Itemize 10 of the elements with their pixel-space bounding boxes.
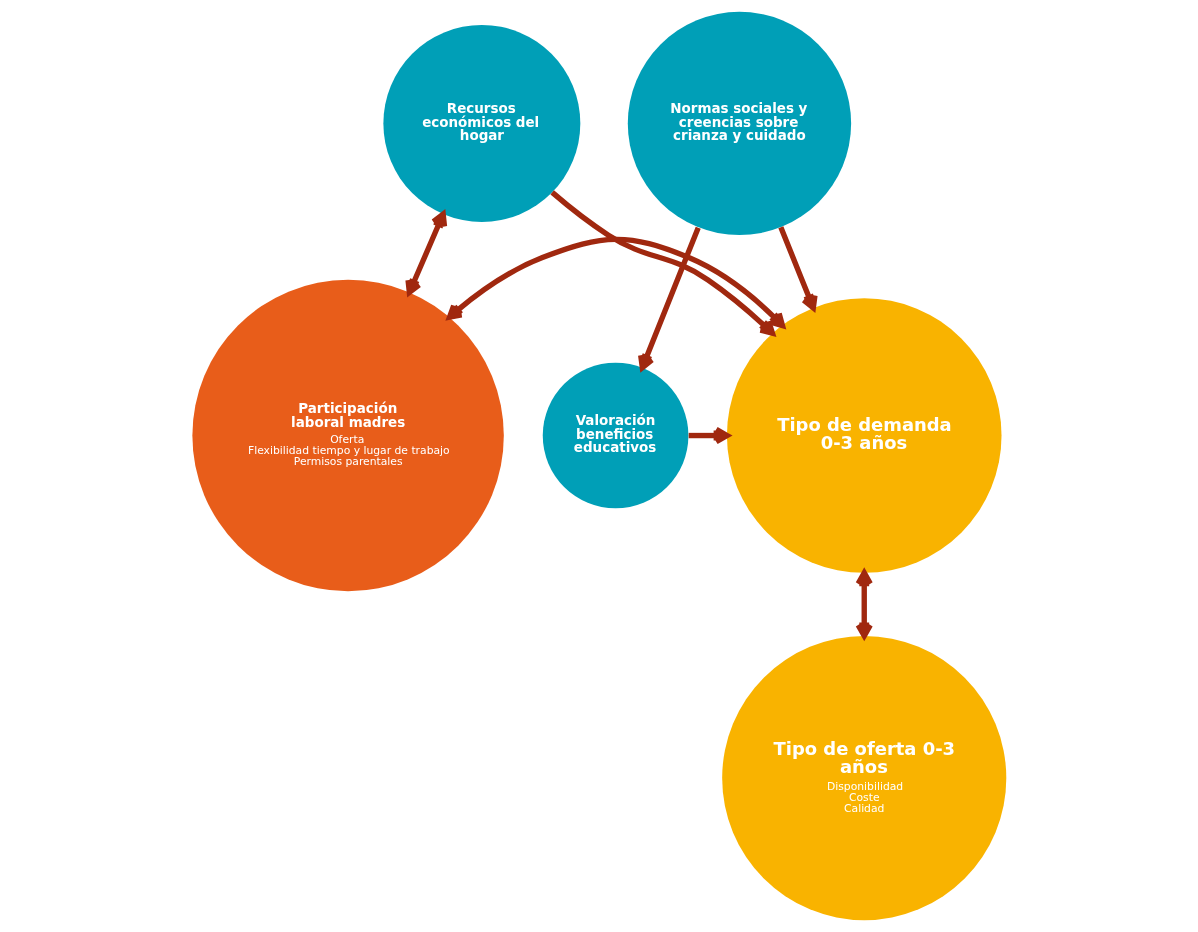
arrow [777,226,818,311]
node-circle: Tipo de demanda 0-3 años [726,298,1002,573]
node-circle: Tipo de oferta 0-3 años Disponibilidad Coste Calidad [721,636,1006,921]
node-circle: Valoración beneficios educativos [542,362,688,509]
arrow [446,236,785,329]
arrow [404,211,447,296]
node-circle: Recursos económicos del hogar [382,24,580,222]
node-circle: Normas sociales y creencias sobre crianza y cuidado [627,11,851,236]
arrow [637,226,701,371]
arrow [854,569,873,639]
